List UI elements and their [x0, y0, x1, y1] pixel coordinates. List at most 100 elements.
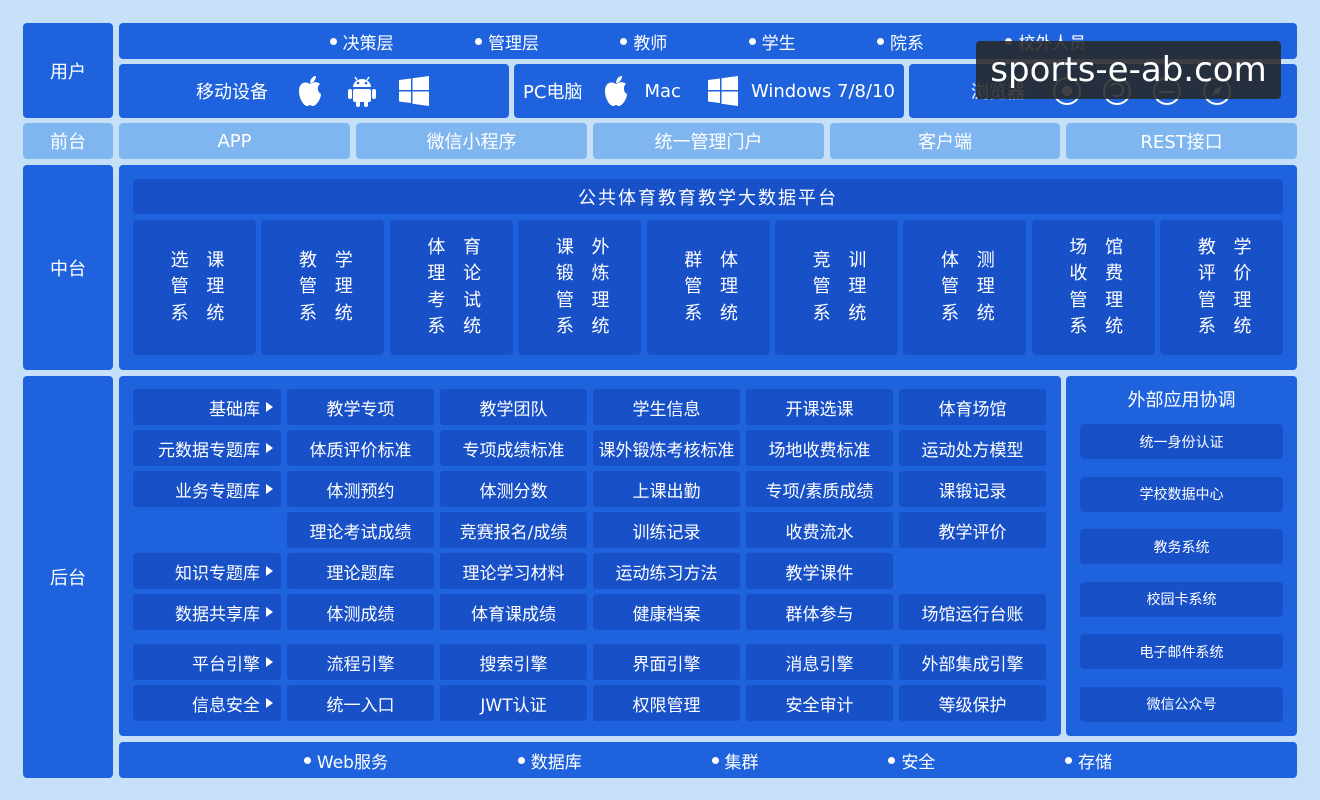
bullet-icon — [474, 37, 482, 45]
backend-cell: 外部集成引擎 — [899, 644, 1046, 680]
backend-cell: 搜索引擎 — [440, 644, 587, 680]
backend-cell: 运动处方模型 — [899, 430, 1046, 466]
backend-cell-text: 专项成绩标准 — [462, 440, 565, 461]
system-label-line: 锻 炼 — [555, 263, 616, 284]
backend-cell-text: 界面引擎 — [632, 654, 701, 675]
backend-cell: 群体参与 — [746, 594, 893, 630]
backend-cell-text: 教学课件 — [785, 563, 854, 584]
pc-devices-box: PC电脑 Mac Windows 7/8/10 — [514, 64, 904, 118]
frontend-miniprogram: 微信小程序 — [356, 123, 587, 159]
system-label: 体 育理 论考 试系 统 — [415, 235, 487, 341]
infrastructure-bar: Web服务 数据库 集群 安全 存储 — [119, 742, 1297, 778]
external-item: 电子邮件系统 — [1080, 634, 1283, 669]
backend-row-label: 知识专题库 — [133, 553, 281, 589]
layer-label-back: 后台 — [23, 376, 113, 778]
system-label-line: 考 试 — [427, 289, 488, 311]
backend-cell-text: 体测分数 — [479, 481, 548, 502]
backend-cell-text: 教学专项 — [326, 399, 395, 420]
bullet-icon — [888, 756, 896, 764]
bullet-icon — [303, 756, 311, 764]
system-label-line: 选 课 — [170, 249, 231, 271]
system-label-line: 评 价 — [1197, 263, 1258, 284]
windows-label: Windows 7/8/10 — [750, 80, 895, 102]
backend-cell: 消息引擎 — [746, 644, 893, 680]
backend-cell: 等级保护 — [899, 685, 1046, 721]
external-item: 教务系统 — [1080, 529, 1283, 564]
system-label-line: 系 统 — [427, 316, 488, 337]
backend-cell: 教学团队 — [440, 389, 587, 425]
system-label: 竞 训管 理系 统 — [801, 248, 873, 328]
user-role-label: 学生 — [761, 33, 796, 54]
user-role-label: 管理层 — [487, 33, 539, 54]
backend-cell: 流程引擎 — [287, 644, 434, 680]
layer-label-user: 用户 — [23, 23, 113, 118]
user-role: 学生 — [748, 29, 796, 54]
system-label-line: 管 理 — [299, 276, 359, 298]
backend-cell: 运动练习方法 — [593, 553, 740, 589]
system-label: 体 测管 理系 统 — [929, 248, 1001, 328]
caret-right-icon — [266, 657, 273, 667]
external-title-text: 外部应用协调 — [1127, 390, 1236, 411]
backend-row-label-text: 业务专题库 — [175, 481, 260, 502]
backend-cell-text: 外部集成引擎 — [921, 654, 1024, 675]
backend-cell-text: 理论题库 — [326, 563, 395, 584]
system-label-line: 系 统 — [555, 316, 616, 337]
system-label-line: 管 理 — [555, 289, 616, 311]
backend-cell: 教学评价 — [899, 512, 1046, 548]
backend-cell-text: 运动练习方法 — [615, 563, 718, 584]
backend-cell-text: 专项/素质成绩 — [765, 481, 874, 502]
infra-label: 数据库 — [530, 752, 582, 773]
backend-cell-text: 体测成绩 — [326, 604, 395, 625]
system-label-line: 收 费 — [1069, 263, 1130, 284]
backend-cell: 学生信息 — [593, 389, 740, 425]
bullet-icon — [711, 756, 719, 764]
system-label-line: 竞 训 — [812, 249, 873, 271]
external-item: 微信公众号 — [1080, 686, 1283, 722]
mobile-devices-label: 移动设备 — [196, 82, 268, 103]
system-label-line: 教 学 — [299, 249, 359, 271]
layer-label-text: 中台 — [50, 258, 86, 280]
pc-devices-label: PC电脑 — [523, 82, 583, 103]
backend-cell: 安全审计 — [746, 685, 893, 721]
external-item-text: 统一身份认证 — [1139, 434, 1224, 451]
backend-cell: 体测预约 — [287, 471, 434, 507]
backend-cell: 理论题库 — [287, 553, 434, 589]
caret-right-icon — [266, 566, 273, 576]
frontend-label: 微信小程序 — [426, 132, 517, 153]
caret-right-icon — [266, 607, 273, 617]
external-item-text: 微信公众号 — [1146, 697, 1217, 713]
backend-row-label: 业务专题库 — [133, 471, 281, 507]
backend-row-label: 平台引擎 — [133, 644, 281, 680]
backend-cell-text: 消息引擎 — [785, 654, 854, 675]
frontend-label: 客户端 — [918, 132, 972, 153]
infra-item: 安全 — [888, 748, 935, 773]
backend-cell: 教学专项 — [287, 389, 434, 425]
system-label-line: 系 统 — [299, 302, 359, 324]
backend-cell-text: 体育课成绩 — [471, 604, 556, 625]
backend-cell: 理论考试成绩 — [287, 512, 434, 548]
system-label-line: 管 理 — [1069, 289, 1130, 311]
user-role-label: 教师 — [633, 33, 668, 54]
backend-cell-text: 场馆运行台账 — [921, 604, 1024, 625]
backend-cell-text: 理论学习材料 — [462, 563, 565, 584]
backend-cell: 健康档案 — [593, 594, 740, 630]
infra-item: 集群 — [711, 748, 759, 773]
user-role-label: 决策层 — [342, 33, 394, 54]
backend-cell: 体测分数 — [440, 471, 587, 507]
external-item-text: 电子邮件系统 — [1139, 644, 1224, 661]
infra-label: 集群 — [724, 752, 759, 773]
backend-cell-text: 体育场馆 — [938, 399, 1007, 420]
infra-item: 存储 — [1065, 748, 1112, 773]
frontend-portal: 统一管理门户 — [593, 123, 824, 159]
backend-cell: 专项成绩标准 — [440, 430, 587, 466]
backend-cell: 训练记录 — [593, 512, 740, 548]
infra-label: 安全 — [901, 752, 936, 773]
system-box: 教 学评 价管 理系 统 — [1160, 220, 1284, 355]
backend-cell: 理论学习材料 — [440, 553, 587, 589]
backend-cell: 统一入口 — [287, 685, 434, 721]
apple-icon — [598, 73, 634, 109]
frontend-rest: REST接口 — [1066, 123, 1297, 159]
system-label-line: 管 理 — [1197, 289, 1258, 311]
watermark-text: sports-e-ab.com — [990, 50, 1267, 90]
system-label: 教 学评 价管 理系 统 — [1186, 235, 1258, 341]
